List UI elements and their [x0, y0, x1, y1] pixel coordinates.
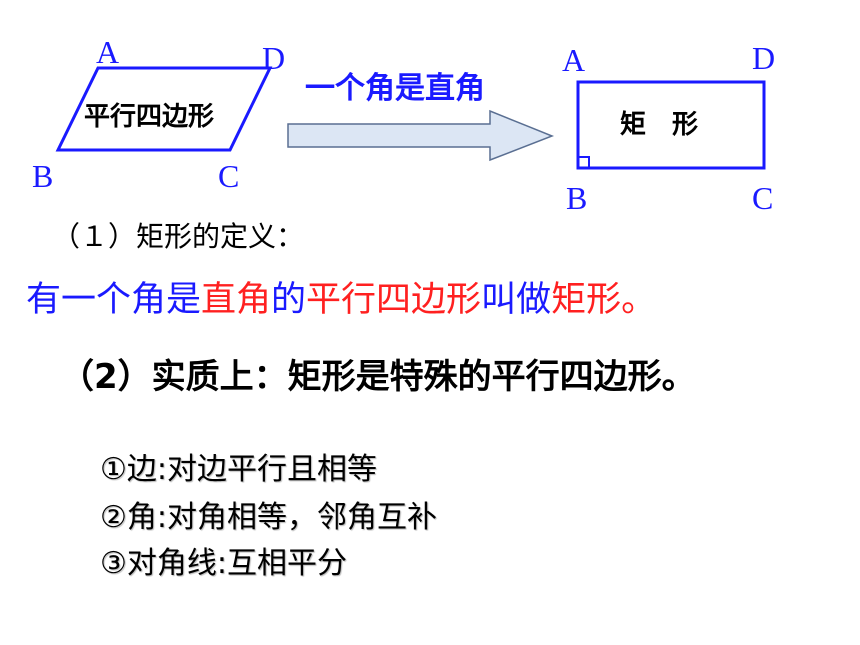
def-part-2: 直角 [201, 280, 272, 320]
definition-sentence: 有一个角是直角的平行四边形叫做矩形。 [26, 283, 656, 318]
def-part-4: 平行四边形 [306, 280, 482, 320]
vertex-c-parallelogram: C [218, 158, 240, 194]
vertex-b-rectangle: B [566, 180, 588, 216]
property-diagonals: ③对角线:互相平分 [100, 546, 348, 581]
parallelogram-label: 平行四边形 [84, 102, 215, 132]
def-part-7: 。 [621, 280, 657, 320]
vertex-d-rectangle: D [752, 40, 776, 76]
def-part-1: 有一个角是 [26, 280, 202, 320]
right-angle-mark [577, 156, 590, 169]
vertex-d-parallelogram: D [262, 40, 286, 76]
property-angles: ②角:对角相等，邻角互补 [100, 500, 438, 535]
vertex-b-parallelogram: B [32, 158, 54, 194]
arrow-condition-label: 一个角是直角 [305, 71, 485, 106]
essence-statement: （2）实质上：矩形是特殊的平行四边形。 [60, 357, 696, 397]
def-part-5: 叫做 [481, 280, 552, 320]
vertex-c-rectangle: C [752, 180, 774, 216]
vertex-a-parallelogram: A [96, 34, 120, 70]
def-part-6: 矩形 [551, 280, 622, 320]
parallelogram-shape [55, 66, 273, 152]
rectangle-shape [576, 80, 766, 170]
property-sides: ①边:对边平行且相等 [100, 452, 378, 487]
vertex-a-rectangle: A [562, 42, 586, 78]
definition-heading: （１）矩形的定义： [52, 220, 305, 253]
right-arrow [287, 109, 555, 162]
def-part-3: 的 [271, 280, 307, 320]
rectangle-label: 矩 形 [620, 110, 699, 140]
